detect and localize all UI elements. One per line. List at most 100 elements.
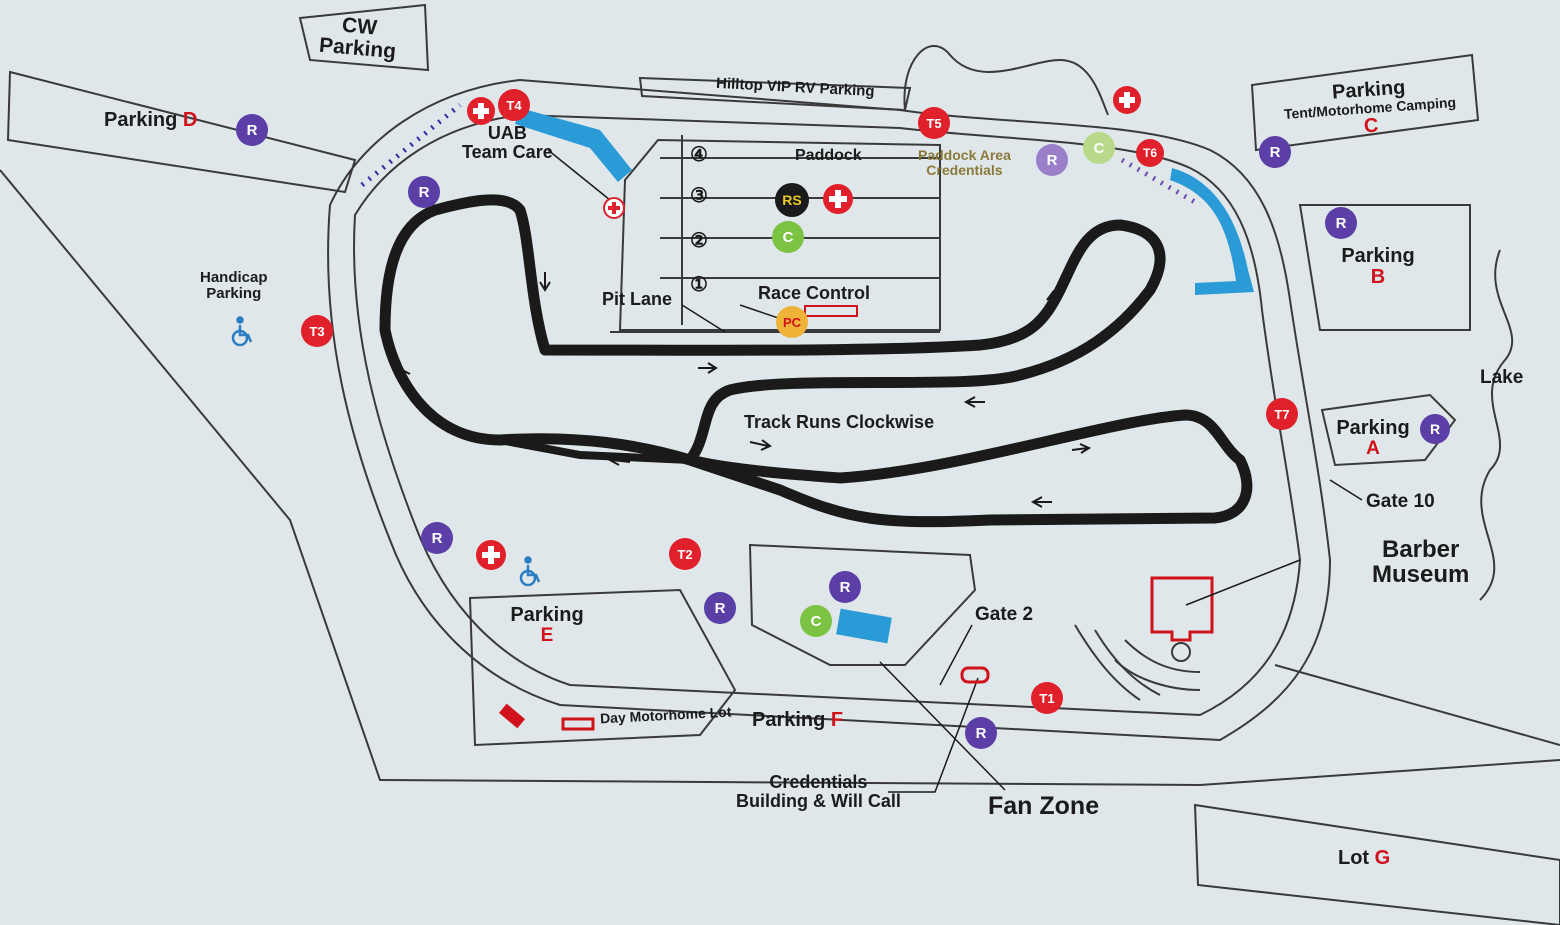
paddock-row-2-label: ② — [690, 230, 708, 252]
restroom-marker-t1[interactable]: R — [965, 717, 997, 749]
credentials-building-label: Credentials Building & Will Call — [736, 772, 901, 811]
parking-f-label: Parking F — [752, 710, 843, 731]
track-link — [499, 436, 691, 464]
parking-f-letter: F — [830, 709, 844, 731]
parking-b-label: Parking B — [1336, 246, 1420, 288]
red-features — [498, 305, 990, 731]
first-aid-cross-icon[interactable] — [603, 197, 625, 219]
restroom-marker-fan-zone[interactable]: R — [829, 571, 861, 603]
motorhome-entry — [498, 703, 526, 729]
direction-arrow-icon — [1030, 496, 1052, 508]
credentials-building-icon — [960, 666, 990, 684]
first-aid-group — [467, 86, 1141, 570]
blue-zone-fan-zone — [836, 608, 892, 644]
turn-marker-t3[interactable]: T3 — [301, 315, 333, 347]
race-control-label: Race Control — [758, 283, 871, 303]
parking-a-letter: A — [1366, 438, 1380, 459]
barber-museum-label: Barber Museum — [1372, 536, 1470, 589]
direction-arrow-icon — [698, 362, 718, 374]
lake-label: Lake — [1480, 367, 1524, 388]
east-entrance-road — [1274, 664, 1560, 746]
barber-museum-building[interactable] — [1150, 559, 1301, 662]
track-runs-clockwise-label: Track Runs Clockwise — [744, 412, 935, 432]
parking-e-text: Parking — [510, 604, 584, 626]
pace-car-marker[interactable]: PC — [776, 306, 808, 338]
turn-marker-t2[interactable]: T2 — [669, 538, 701, 570]
parking-a-label: Parking A — [1333, 418, 1413, 459]
lot-g-letter: G — [1374, 847, 1391, 869]
museum-grounds — [1074, 624, 1201, 701]
direction-arrow-icon — [539, 272, 551, 292]
restroom-marker-parking-c[interactable]: R — [1259, 136, 1291, 168]
pit-lane-label: Pit Lane — [602, 289, 673, 309]
parking-c-lot[interactable] — [1250, 53, 1480, 152]
lot-g-label: Lot G — [1338, 848, 1390, 869]
race-services-marker[interactable]: RS — [775, 183, 809, 217]
race-control-building — [804, 305, 858, 317]
blue-zones — [515, 108, 1254, 644]
wheelchair-icon[interactable] — [231, 316, 253, 347]
day-motorhome-icon — [561, 717, 595, 731]
restroom-marker-parking-d[interactable]: R — [236, 114, 268, 146]
paddock-label: Paddock — [795, 147, 862, 164]
paddock-row-4-label: ④ — [690, 144, 708, 166]
first-aid-cross-icon[interactable] — [476, 540, 506, 570]
wheelchair-icon[interactable] — [519, 556, 541, 587]
restroom-marker-t3[interactable]: R — [408, 176, 440, 208]
cw-parking-label: CW Parking — [318, 13, 397, 64]
spectator-dots — [360, 103, 1202, 208]
direction-arrows — [399, 272, 1092, 508]
parking-d-letter: D — [182, 109, 198, 131]
first-aid-cross-icon[interactable] — [1113, 86, 1141, 114]
cw-parking-lot[interactable] — [298, 3, 430, 72]
turn-marker-t1[interactable]: T1 — [1031, 682, 1063, 714]
restroom-marker-paddock[interactable]: R — [1036, 144, 1068, 176]
turn-marker-t7[interactable]: T7 — [1266, 398, 1298, 430]
lake-shore — [1479, 249, 1514, 601]
turn-marker-t5[interactable]: T5 — [918, 107, 950, 139]
restroom-marker-parking-a[interactable]: R — [1420, 414, 1450, 444]
parking-b-lot[interactable] — [1298, 204, 1471, 331]
direction-arrow-icon — [749, 439, 772, 451]
accessible-group — [231, 316, 541, 587]
direction-arrow-icon — [1046, 289, 1058, 311]
west-entrance-road — [0, 169, 1560, 787]
parking-b-text: Parking — [1341, 245, 1415, 267]
blue-zone-t4 — [515, 108, 632, 182]
gate-10-label: Gate 10 — [1366, 491, 1435, 512]
handicap-parking-label: Handicap Parking — [200, 269, 268, 302]
restroom-marker-west[interactable]: R — [421, 522, 453, 554]
uab-team-care-label: UAB Team Care — [462, 123, 553, 162]
lot-g-area[interactable] — [1193, 803, 1560, 925]
pointer-lines — [547, 149, 1363, 793]
first-aid-cross-icon[interactable] — [467, 97, 495, 125]
direction-arrow-icon — [399, 368, 411, 386]
concession-marker-t6[interactable]: C — [1083, 132, 1115, 164]
race-track — [379, 194, 1253, 528]
gate-2-label: Gate 2 — [975, 604, 1034, 625]
turn-marker-t4[interactable]: T4 — [498, 89, 530, 121]
parking-d-text: Parking — [104, 109, 178, 131]
parking-e-label: Parking E — [506, 605, 588, 646]
turn-marker-t6[interactable]: T6 — [1136, 139, 1164, 167]
lot-g-text: Lot — [1338, 847, 1370, 869]
concession-marker-fan-zone[interactable]: C — [800, 605, 832, 637]
paddock-row-3-label: ③ — [690, 185, 708, 207]
paddock-row-1-label: ① — [690, 274, 708, 296]
parking-f-area[interactable] — [748, 543, 977, 666]
blue-zone-t6 — [1170, 168, 1254, 295]
fan-zone-label: Fan Zone — [988, 792, 1100, 820]
direction-arrow-icon — [963, 396, 985, 408]
concession-marker-paddock[interactable]: C — [772, 221, 804, 253]
parking-a-text: Parking — [1336, 417, 1410, 439]
first-aid-cross-icon[interactable] — [823, 184, 853, 214]
restroom-marker-parking-b[interactable]: R — [1325, 207, 1357, 239]
dots-t6 — [1120, 157, 1202, 208]
hillside-road — [903, 45, 1109, 116]
parking-f-text: Parking — [752, 709, 826, 731]
restroom-marker-parking-e[interactable]: R — [704, 592, 736, 624]
parking-b-letter: B — [1370, 266, 1386, 288]
